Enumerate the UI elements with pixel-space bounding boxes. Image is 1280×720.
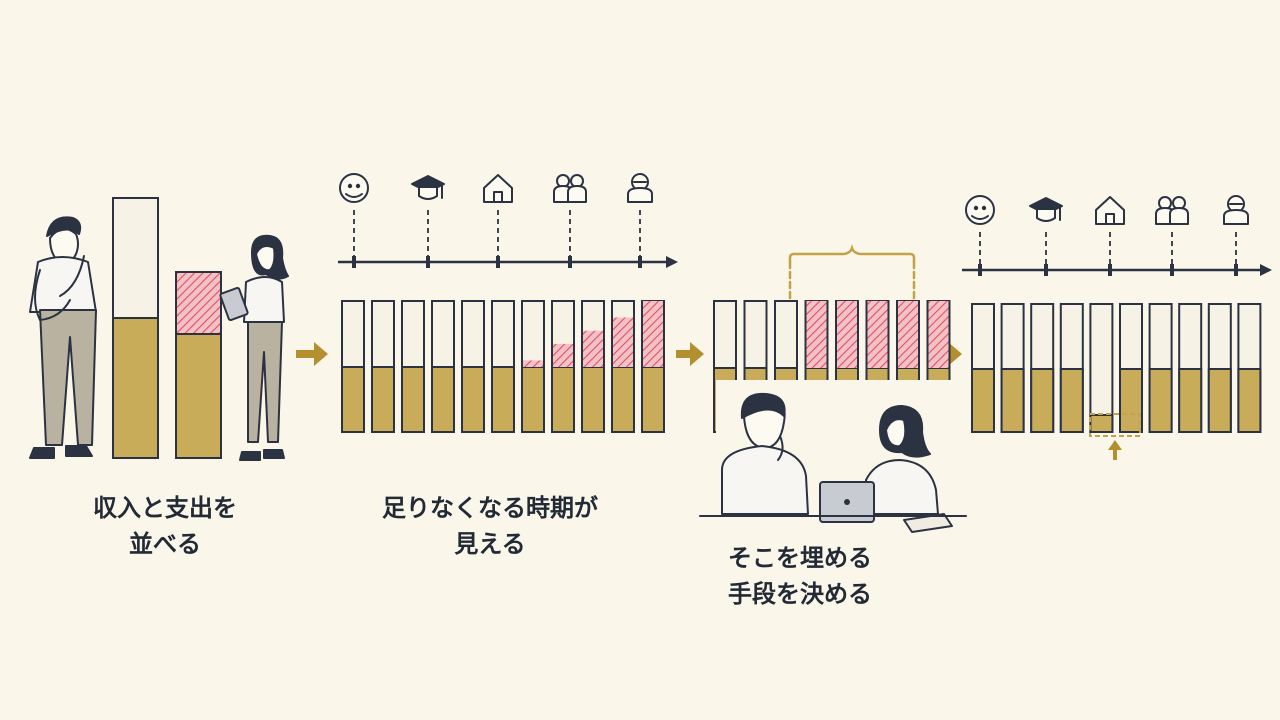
timeline-bar xyxy=(611,300,635,433)
man-thinking-illustration xyxy=(29,216,97,459)
timeline-bar xyxy=(1237,303,1262,433)
timeline-bar xyxy=(551,300,575,433)
bar-income-fill xyxy=(1237,368,1262,433)
timeline-bar xyxy=(461,300,485,433)
timeline-arrowhead-icon xyxy=(1260,264,1272,276)
bar-shortfall xyxy=(806,301,827,368)
bar-income-fill xyxy=(1089,414,1114,433)
woman-with-clipboard-illustration xyxy=(219,234,289,461)
bar-income-fill xyxy=(1059,368,1084,433)
step1-expense-bar-fill xyxy=(175,333,222,459)
bar-shortfall xyxy=(613,317,633,367)
timeline-tick xyxy=(352,256,356,268)
timeline-bar xyxy=(1000,303,1025,433)
elderly-icon xyxy=(627,173,653,203)
timeline-tick xyxy=(1044,264,1048,276)
bar-income-fill xyxy=(551,366,575,433)
bar-expense-outline xyxy=(1089,303,1114,433)
baby-icon xyxy=(339,173,369,203)
bar-income-fill xyxy=(341,366,365,433)
step4-timeline xyxy=(962,195,1272,276)
bar-income-fill xyxy=(491,366,515,433)
timeline-bar xyxy=(1207,303,1232,433)
timeline-bar xyxy=(401,300,425,433)
step4-fill-indicator xyxy=(1089,413,1141,460)
step2-caption: 足りなくなる時期が 見える xyxy=(382,494,598,558)
timeline-bar xyxy=(1089,303,1114,433)
step1-expense-bar-shortfall xyxy=(175,271,222,335)
graduation-cap-icon xyxy=(1029,197,1063,222)
timeline-tick xyxy=(1108,264,1112,276)
timeline-tick xyxy=(978,264,982,276)
bar-shortfall xyxy=(523,360,543,367)
bar-income-fill xyxy=(431,366,455,433)
step2-timeline xyxy=(338,173,678,268)
bar-income-fill xyxy=(1207,368,1232,433)
bar-shortfall xyxy=(867,301,888,368)
bar-income-fill xyxy=(521,366,545,433)
bar-income-fill xyxy=(1148,368,1173,433)
timeline-bar xyxy=(521,300,545,433)
timeline-bar xyxy=(641,300,665,433)
timeline-bar xyxy=(581,300,605,433)
house-icon xyxy=(483,174,513,203)
timeline-bar xyxy=(431,300,455,433)
step1-income-bar-empty xyxy=(112,197,159,319)
bar-income-fill xyxy=(611,366,635,433)
timeline-tick xyxy=(1234,264,1238,276)
timeline-bar xyxy=(971,303,995,433)
bar-shortfall xyxy=(553,343,573,367)
timeline-tick xyxy=(496,256,500,268)
step1-income-bar-fill xyxy=(112,317,159,459)
step1-caption: 収入と支出を 並べる xyxy=(93,494,237,558)
couple-icon xyxy=(553,174,587,203)
bar-shortfall xyxy=(898,301,918,368)
timeline-tick xyxy=(568,256,572,268)
arrow-right-icon xyxy=(676,342,704,366)
arrow-up-icon xyxy=(1108,440,1122,460)
bar-income-fill xyxy=(641,366,665,433)
timeline-bar xyxy=(371,300,395,433)
step4-bar-group xyxy=(971,303,1262,433)
graduation-cap-icon xyxy=(411,175,445,200)
bar-income-fill xyxy=(581,366,605,433)
bar-income-fill xyxy=(1178,368,1203,433)
bar-income-fill xyxy=(401,366,425,433)
bar-income-fill xyxy=(1000,368,1025,433)
timeline-bar xyxy=(1148,303,1173,433)
arrow-right-icon xyxy=(296,342,328,366)
step1-group xyxy=(29,197,289,461)
bar-shortfall xyxy=(583,330,603,367)
bar-income-fill xyxy=(461,366,485,433)
bar-income-fill xyxy=(971,368,995,433)
bar-income-fill xyxy=(1119,368,1143,433)
baby-icon xyxy=(965,195,995,225)
bar-shortfall xyxy=(643,301,663,367)
couple-icon xyxy=(1155,196,1189,225)
couple-planning-illustration xyxy=(699,380,970,533)
timeline-bar xyxy=(1030,303,1055,433)
timeline-arrowhead-icon xyxy=(666,256,678,268)
timeline-bar xyxy=(1059,303,1084,433)
elderly-icon xyxy=(1223,195,1249,225)
bar-shortfall xyxy=(837,301,857,368)
bar-shortfall xyxy=(928,301,949,368)
bar-income-fill xyxy=(371,366,395,433)
house-icon xyxy=(1095,196,1125,225)
timeline-tick xyxy=(638,256,642,268)
timeline-bar xyxy=(491,300,515,433)
step3-caption: そこを埋める 手段を決める xyxy=(728,544,872,608)
step2-bar-group xyxy=(341,300,665,433)
timeline-tick xyxy=(426,256,430,268)
step3-shortfall-bracket xyxy=(788,244,916,302)
bar-income-fill xyxy=(1030,368,1055,433)
timeline-bar xyxy=(341,300,365,433)
timeline-bar xyxy=(1178,303,1203,433)
timeline-bar xyxy=(1119,303,1143,433)
timeline-tick xyxy=(1170,264,1174,276)
